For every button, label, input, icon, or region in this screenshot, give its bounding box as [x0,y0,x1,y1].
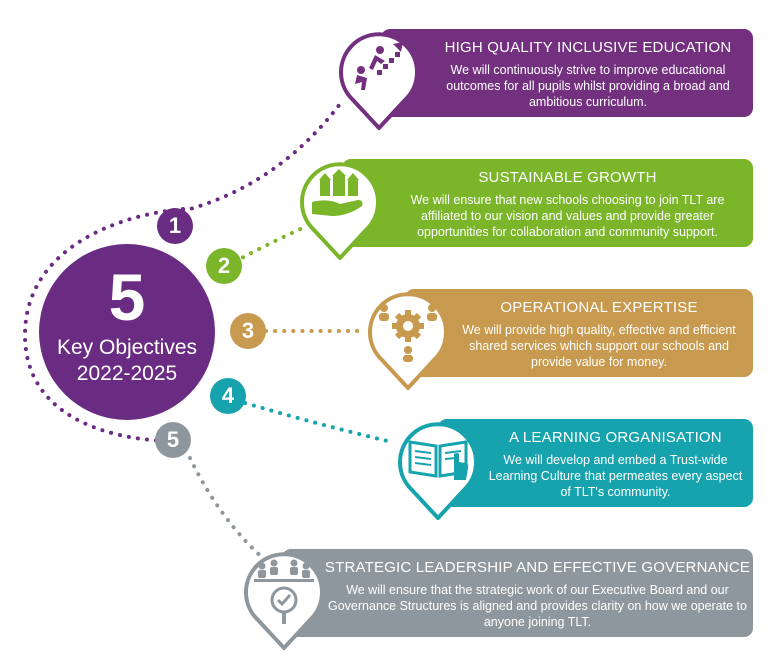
badge-4: 4 [210,378,246,414]
objective-4-title: A LEARNING ORGANISATION [509,429,722,446]
objective-1-bar: HIGH QUALITY INCLUSIVE EDUCATION We will… [381,29,753,117]
hand-buildings-icon [312,169,363,216]
objective-1-title: HIGH QUALITY INCLUSIVE EDUCATION [444,39,732,56]
objective-4-pin [398,422,478,520]
objective-4-description: We will develop and embed a Trust-wide L… [488,453,743,499]
objective-3-title: OPERATIONAL EXPERTISE [500,299,698,316]
objective-2-pin [300,162,380,260]
open-book-icon [408,440,469,480]
hub-number: 5 [108,260,146,334]
badge-2: 2 [206,248,242,284]
objective-5-bar: STRATEGIC LEADERSHIP AND EFFECTIVE GOVER… [282,549,753,637]
objective-5-title: STRATEGIC LEADERSHIP AND EFFECTIVE GOVER… [324,559,751,576]
objective-2-title: SUSTAINABLE GROWTH [478,169,657,186]
objective-2-bar: SUSTAINABLE GROWTH We will ensure that n… [342,159,753,247]
climbing-steps-icon [355,42,403,90]
badge-3: 3 [230,313,266,349]
objective-4-bar: A LEARNING ORGANISATION We will develop … [438,419,753,507]
objective-1-pin [339,32,419,130]
objective-3-bar: OPERATIONAL EXPERTISE We will provide hi… [405,289,753,377]
objective-1-description: We will continuously strive to improve e… [446,63,730,109]
objective-5-pin [244,552,324,650]
board-magnifier-icon [254,559,314,624]
objective-3-description: We will provide high quality, effective … [462,323,736,369]
key-objectives-hub: 5 Key Objectives 2022-2025 [39,244,215,420]
gear-people-icon [379,304,437,362]
hub-years: 2022-2025 [76,362,178,385]
hub-title: Key Objectives [56,336,198,359]
badge-5: 5 [155,422,191,458]
badge-1: 1 [157,208,193,244]
objective-5-description: We will ensure that the strategic work o… [328,583,747,629]
objective-2-description: We will ensure that new schools choosing… [410,193,725,239]
objective-3-pin [368,292,448,390]
